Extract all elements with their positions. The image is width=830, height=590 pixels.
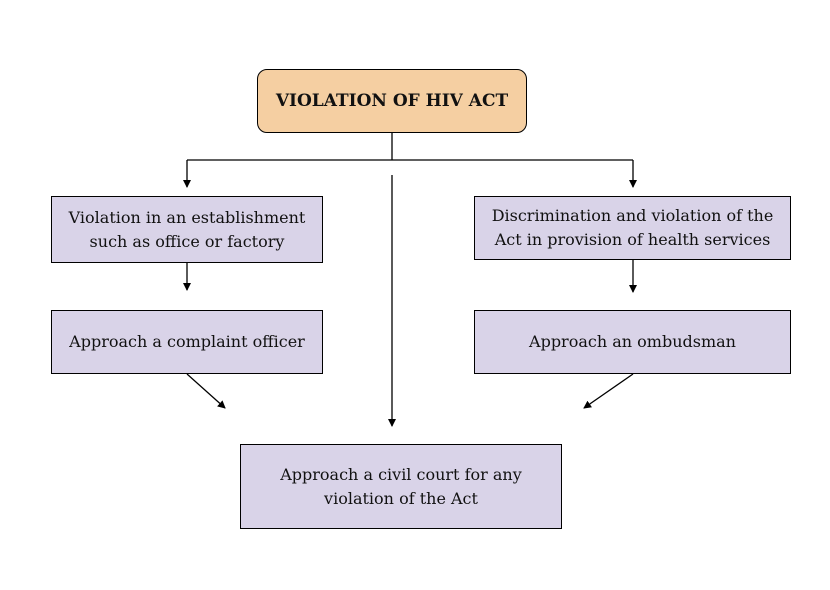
discrimination-line-1: Discrimination and violation of the <box>491 206 774 225</box>
civil-court-line-2: violation of the Act <box>324 488 478 508</box>
ombudsman-box: Approach an ombudsman <box>474 310 791 374</box>
establishment-line-2: such as office or factory <box>89 231 285 251</box>
arrow-complaint-to-court <box>186 373 226 409</box>
title-box: VIOLATION OF HIV ACT <box>257 69 527 133</box>
complaint-officer-text: Approach a complaint officer <box>69 332 305 351</box>
establishment-violation-box: Violation in an establishment such as of… <box>51 196 323 263</box>
civil-court-line-1: Approach a civil court for any <box>280 464 522 484</box>
ombudsman-text: Approach an ombudsman <box>529 332 736 351</box>
establishment-line-1: Violation in an establishment <box>68 207 306 227</box>
civil-court-box: Approach a civil court for any violation… <box>240 444 562 529</box>
arrow-ombudsman-to-court <box>583 373 634 409</box>
discrimination-line-2: Act in provision of health services <box>494 230 771 249</box>
discrimination-violation-box: Discrimination and violation of the Act … <box>474 196 791 260</box>
title-text: VIOLATION OF HIV ACT <box>275 91 509 111</box>
complaint-officer-box: Approach a complaint officer <box>51 310 323 374</box>
